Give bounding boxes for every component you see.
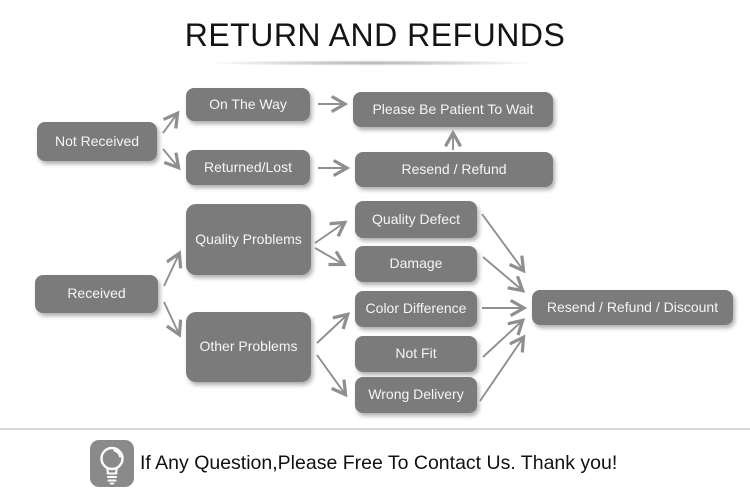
node-on-the-way: On The Way (186, 88, 310, 121)
node-please-be-patient: Please Be Patient To Wait (353, 92, 553, 127)
node-other-problems: Other Problems (186, 312, 311, 382)
page-title: RETURN AND REFUNDS (184, 17, 566, 53)
arrow-quality-defect-discount (481, 213, 523, 270)
node-not-received: Not Received (37, 122, 157, 161)
title-divider (158, 59, 586, 67)
node-label: Resend / Refund (401, 160, 507, 177)
node-label: Wrong Delivery (368, 386, 464, 403)
node-label: Not Fit (395, 345, 437, 362)
arrow-received-other-problems (163, 301, 179, 334)
arrow-quality-problems-damage (314, 247, 343, 264)
arrow-other-problems-wrong-delivery (316, 354, 345, 394)
node-not-fit: Not Fit (355, 336, 477, 372)
arrow-not-received-returned-lost (162, 148, 178, 167)
node-resend-refund-discount: Resend / Refund / Discount (532, 290, 733, 325)
node-resend-refund: Resend / Refund (355, 152, 553, 187)
lightbulb-icon (90, 440, 134, 487)
footer-message: If Any Question,Please Free To Contact U… (140, 452, 618, 474)
node-label: Quality Problems (195, 230, 302, 247)
node-label: Resend / Refund / Discount (546, 298, 719, 315)
node-quality-problems: Quality Problems (186, 204, 311, 275)
node-wrong-delivery: Wrong Delivery (355, 377, 477, 413)
node-label: Received (67, 285, 126, 302)
node-label: Other Problems (199, 338, 298, 355)
node-label: Quality Defect (372, 210, 460, 227)
node-label: Color Difference (365, 300, 467, 317)
arrow-wrong-delivery-discount (479, 338, 523, 402)
arrow-quality-problems-quality-defect (314, 223, 344, 244)
arrow-other-problems-color-difference (316, 315, 347, 344)
node-label: Not Received (54, 132, 140, 149)
node-label: Please Be Patient To Wait (372, 100, 534, 117)
node-quality-defect: Quality Defect (355, 201, 477, 238)
node-color-difference: Color Difference (355, 291, 477, 327)
node-returned-lost: Returned/Lost (186, 150, 310, 185)
arrow-received-quality-problems (163, 254, 179, 287)
arrow-not-received-on-the-way (162, 114, 177, 134)
node-label: On The Way (209, 95, 287, 112)
node-damage: Damage (355, 246, 477, 282)
arrow-damage-discount (482, 256, 522, 290)
arrow-not-fit-discount (482, 321, 522, 358)
node-received: Received (35, 275, 158, 313)
footer-divider (0, 428, 750, 430)
node-label: Returned/Lost (204, 158, 292, 175)
node-label: Damage (389, 255, 443, 272)
